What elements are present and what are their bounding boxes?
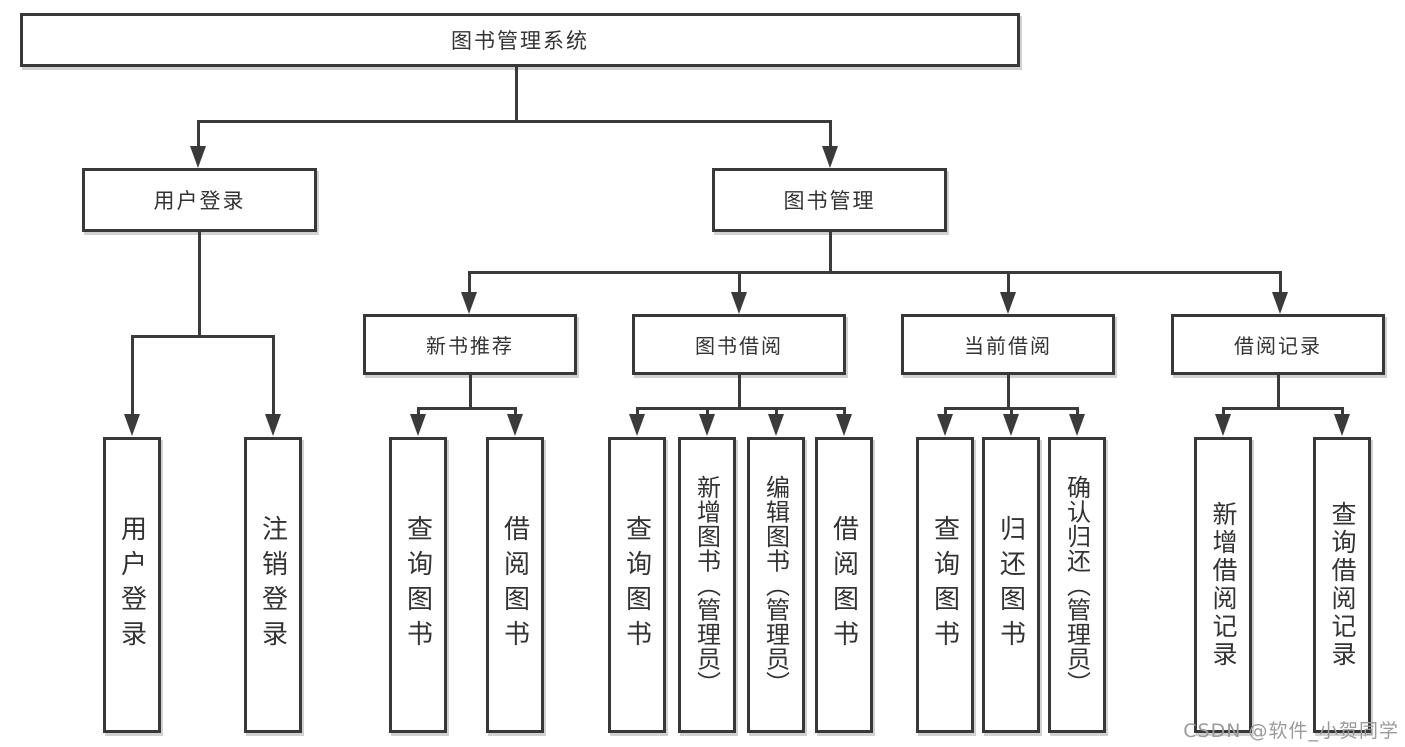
arrow-down-icon [1069, 414, 1085, 436]
leaf-logout-label: 注销登录 [257, 514, 288, 656]
connector-line [738, 375, 741, 410]
leaf-add-borrow-record-label: 新增借阅记录 [1209, 501, 1238, 669]
arrow-down-icon [461, 292, 477, 314]
node-book-management-box: 图书管理 [712, 168, 947, 232]
leaf-return-books-box: 归还图书 [982, 437, 1040, 733]
arrow-down-icon [265, 414, 281, 436]
connector-line [515, 67, 518, 122]
arrow-down-icon [190, 146, 206, 168]
node-current-borrowing-label: 当前借阅 [964, 334, 1052, 358]
connector-line [775, 407, 778, 417]
arrow-down-icon [1272, 292, 1288, 314]
arrow-down-icon [768, 414, 784, 436]
leaf-borrow-books-2-label: 借阅图书 [828, 514, 859, 656]
connector-line [197, 120, 200, 148]
watermark: CSDN @软件_小贺同学 [1183, 720, 1399, 742]
leaf-borrow-books-1-box: 借阅图书 [486, 437, 544, 733]
connector-line [469, 375, 472, 410]
arrow-down-icon [629, 414, 645, 436]
connector-line [829, 120, 832, 148]
leaf-confirm-return-admin-box: 确认归还（管理员） [1048, 437, 1106, 733]
leaf-return-books-label: 归还图书 [995, 514, 1026, 656]
connector-line [417, 407, 420, 417]
node-new-book-recommendation-box: 新书推荐 [363, 314, 577, 375]
connector-line [1222, 407, 1225, 417]
leaf-query-borrow-record-box: 查询借阅记录 [1313, 437, 1371, 733]
node-borrowing-records-label: 借阅记录 [1234, 334, 1322, 358]
leaf-borrow-books-2-box: 借阅图书 [815, 437, 873, 733]
leaf-query-borrow-record-label: 查询借阅记录 [1328, 501, 1357, 669]
root-node-library-management-system: 图书管理系统 [20, 13, 1020, 67]
leaf-query-books-1-box: 查询图书 [389, 437, 447, 733]
connector-line [1222, 407, 1344, 410]
arrow-down-icon [937, 414, 953, 436]
node-user-login-label: 用户登录 [153, 189, 246, 213]
node-user-login-box: 用户登录 [82, 168, 317, 232]
leaf-confirm-return-admin-label: 确认归还（管理员） [1062, 474, 1091, 696]
connector-line [636, 407, 846, 410]
arrow-down-icon [836, 414, 852, 436]
leaf-query-books-2-label: 查询图书 [621, 514, 652, 656]
leaf-add-books-admin-box: 新增图书（管理员） [678, 437, 736, 733]
leaf-query-books-2-box: 查询图书 [608, 437, 666, 733]
node-borrowing-records-box: 借阅记录 [1171, 314, 1385, 375]
leaf-add-books-admin-label: 新增图书（管理员） [692, 474, 721, 696]
connector-line [417, 407, 517, 410]
connector-line [1076, 407, 1079, 417]
connector-line [468, 271, 471, 293]
connector-line [131, 335, 134, 415]
leaf-query-books-3-label: 查询图书 [929, 514, 960, 656]
arrow-down-icon [1000, 292, 1016, 314]
connector-line [1277, 375, 1280, 410]
leaf-query-books-1-label: 查询图书 [402, 514, 433, 656]
connector-line [198, 232, 201, 337]
connector-line [197, 120, 832, 123]
leaf-borrow-books-1-label: 借阅图书 [499, 514, 530, 656]
connector-line [738, 271, 741, 293]
connector-line [1279, 271, 1282, 293]
leaf-add-borrow-record-box: 新增借阅记录 [1194, 437, 1252, 733]
arrow-down-icon [699, 414, 715, 436]
connector-line [706, 407, 709, 417]
arrow-down-icon [731, 292, 747, 314]
connector-line [1007, 375, 1010, 410]
connector-line [1341, 407, 1344, 417]
connector-line [468, 271, 1282, 274]
leaf-user-login-label: 用户登录 [116, 514, 147, 656]
arrow-down-icon [507, 414, 523, 436]
root-node-label: 图书管理系统 [451, 29, 589, 53]
node-new-book-recommendation-label: 新书推荐 [426, 334, 514, 358]
connector-line [131, 335, 275, 338]
node-current-borrowing-box: 当前借阅 [901, 314, 1115, 375]
connector-line [636, 407, 639, 417]
connector-line [829, 232, 832, 274]
node-book-management-label: 图书管理 [783, 189, 876, 213]
node-book-borrowing-box: 图书借阅 [632, 314, 846, 375]
arrow-down-icon [124, 414, 140, 436]
arrow-down-icon [1003, 414, 1019, 436]
connector-line [1007, 271, 1010, 293]
leaf-edit-books-admin-label: 编辑图书（管理员） [761, 474, 790, 696]
arrow-down-icon [410, 414, 426, 436]
connector-line [1010, 407, 1013, 417]
leaf-logout-box: 注销登录 [244, 437, 302, 733]
node-book-borrowing-label: 图书借阅 [695, 334, 783, 358]
connector-line [514, 407, 517, 417]
arrow-down-icon [1215, 414, 1231, 436]
leaf-user-login-box: 用户登录 [103, 437, 161, 733]
arrow-down-icon [822, 146, 838, 168]
arrow-down-icon [1334, 414, 1350, 436]
leaf-edit-books-admin-box: 编辑图书（管理员） [747, 437, 805, 733]
connector-line [272, 335, 275, 415]
connector-line [843, 407, 846, 417]
leaf-query-books-3-box: 查询图书 [916, 437, 974, 733]
connector-line [944, 407, 947, 417]
